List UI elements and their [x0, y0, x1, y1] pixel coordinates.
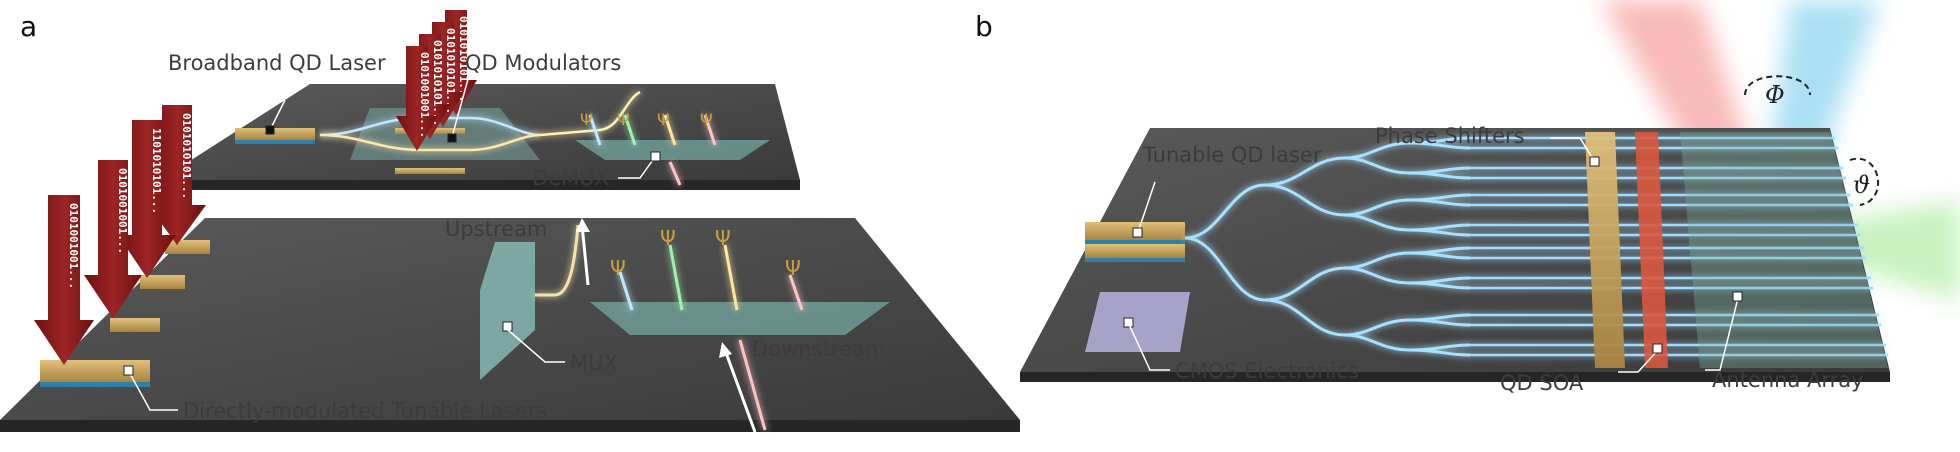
- output-waveguides: [1470, 136, 1888, 357]
- panel-a-markers: [123, 125, 661, 376]
- panel-a-leaders: [127, 71, 656, 411]
- svg-text:Ψ: Ψ: [580, 110, 593, 129]
- data-arrow-4: 0101001001...: [34, 195, 94, 365]
- qd-soa-block: [1635, 132, 1668, 368]
- mod-bits-2: 0101010101...: [444, 28, 457, 114]
- panel-b-letter: b: [975, 10, 993, 43]
- top-bus-waveguide: [539, 90, 641, 137]
- mod-bits-3: 0101010101...: [431, 40, 444, 126]
- data-arrows: 0101010101... 1101010101... 0101001001..…: [34, 105, 206, 365]
- phase-shifter-block: [1585, 132, 1625, 368]
- label-broadband-laser: Broadband QD Laser: [168, 51, 386, 75]
- svg-text:Ψ: Ψ: [617, 110, 630, 129]
- label-upstream: Upstream: [445, 217, 547, 241]
- mod-bits-4: 0101001001...: [418, 52, 431, 138]
- downstream-demux: Ψ Ψ Ψ Ψ: [590, 226, 890, 431]
- label-downstream: Downstream: [752, 337, 885, 361]
- broadband-laser: [235, 128, 315, 144]
- laser-waveguides: [140, 245, 500, 373]
- label-phase-shifters: Phase Shifters: [1375, 124, 1525, 148]
- svg-text:Ψ: Ψ: [660, 226, 676, 250]
- downstream-arrow: [719, 342, 757, 433]
- label-qd-soa: QD SOA: [1500, 371, 1584, 395]
- data-bits-1: 0101010101...: [180, 113, 193, 199]
- svg-text:Ψ: Ψ: [785, 256, 801, 280]
- label-tunable-lasers: Directly-modulated Tunable Lasers: [183, 399, 547, 423]
- upstream-waveguide: [535, 224, 580, 297]
- modulator-arrows: 0101010101... 0101010101... 0101010101..…: [396, 10, 477, 151]
- mod-bits-1: 0101010101...: [457, 16, 470, 102]
- data-bits-2: 1101010101...: [150, 128, 163, 214]
- svg-text:Ψ: Ψ: [715, 226, 731, 250]
- demux-block: Ψ Ψ Ψ Ψ: [575, 110, 770, 186]
- data-arrow-3: 0101001001...: [84, 160, 142, 318]
- theta-symbol: ϑ: [1853, 171, 1870, 199]
- panel-b-markers: [1132, 156, 1743, 354]
- mux-block: [480, 242, 535, 380]
- svg-text:Ψ: Ψ: [657, 110, 670, 129]
- label-antenna-array: Antenna Array: [1712, 368, 1864, 392]
- phi-symbol: Φ: [1765, 81, 1785, 109]
- antenna-array-block: [1680, 132, 1888, 368]
- label-demux: DeMUX: [532, 166, 609, 190]
- panel-b-leaders: [1127, 137, 1739, 373]
- label-mux: MUX: [570, 351, 618, 375]
- svg-text:Ψ: Ψ: [700, 110, 713, 129]
- splitter-tree: [1184, 136, 1471, 357]
- label-cmos: CMOS Electronics: [1175, 359, 1359, 383]
- upstream-arrow: [576, 218, 590, 286]
- data-bits-4: 0101001001...: [67, 203, 80, 289]
- label-qd-modulators: QD Modulators: [465, 51, 621, 75]
- data-arrow-1: 0101010101...: [148, 105, 206, 245]
- label-tunable-qd-laser: Tunable QD laser: [1142, 143, 1322, 167]
- data-bits-3: 0101001001...: [116, 168, 129, 254]
- modulator-block: [319, 108, 541, 174]
- data-arrow-2: 1101010101...: [118, 120, 176, 278]
- svg-text:Ψ: Ψ: [610, 256, 626, 280]
- panel-a-letter: a: [20, 10, 37, 43]
- mod-arrow-4: 0101001001...: [396, 46, 438, 151]
- tunable-qd-laser-b: [1085, 222, 1185, 262]
- angle-indicators: [1744, 75, 1879, 206]
